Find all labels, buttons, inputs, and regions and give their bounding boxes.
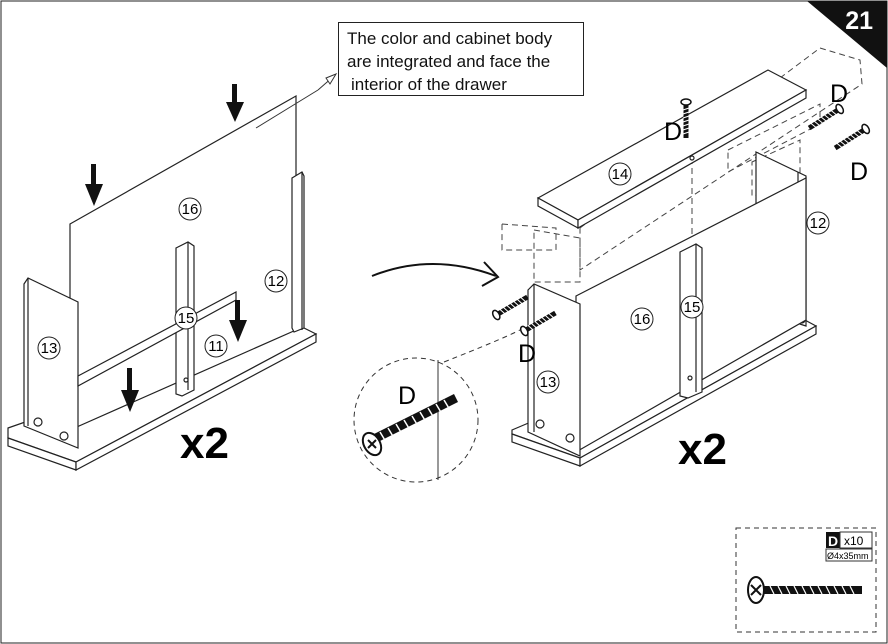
part-label-14: 14 [612,166,629,183]
down-arrow-icon [121,368,139,412]
part-label-12: 12 [810,215,827,232]
note-line-2: are integrated and face the [347,52,551,71]
screw-label: D [518,340,536,368]
detail-zoom: D [353,329,521,483]
part-label-15: 15 [684,299,701,316]
hardware-label: D [828,533,838,549]
side-panel-13 [527,283,581,457]
instruction-note: The color and cabinet body are integrate… [338,22,584,96]
screw-icon [833,123,871,152]
hardware-size: Ø4x35mm [827,551,869,561]
screw-icon [361,393,459,457]
note-line-3: interior of the drawer [351,75,507,94]
screw-label: D [830,80,848,108]
callout-pointer [255,89,319,129]
screw-icon [491,293,530,321]
screw-icon [747,576,862,604]
part-label-15: 15 [178,310,195,327]
screw-letter-labels: D D D D [518,80,868,368]
detail-screw-label: D [398,382,416,410]
hardware-quantity: x10 [844,534,864,548]
down-arrow-icon [85,164,103,206]
note-line-1: The color and cabinet body [347,29,553,48]
right-part-labels: 14 12 16 15 13 [536,162,830,394]
left-multiplier: x2 [180,419,229,468]
part-label-11: 11 [208,338,224,355]
rail-15 [679,243,703,399]
part-label-16: 16 [634,311,651,328]
step-number: 21 [845,7,873,35]
screw-label: D [664,118,682,146]
down-arrow-icon [229,300,247,342]
right-multiplier: x2 [678,425,727,474]
right-assembly [501,47,863,468]
curved-arrow-icon [371,261,500,287]
side-panel-13 [23,277,79,449]
part-label-12: 12 [268,273,285,290]
part-label-16: 16 [182,201,199,218]
left-assembly [7,84,318,471]
screw-label: D [850,158,868,186]
part-label-13: 13 [41,340,58,357]
down-arrow-icon [226,84,244,122]
hardware-box: D x10 Ø4x35mm [735,527,877,633]
left-part-labels: 16 12 15 11 13 [37,197,288,360]
part-label-13: 13 [540,374,557,391]
step-badge: 21 [807,1,887,68]
